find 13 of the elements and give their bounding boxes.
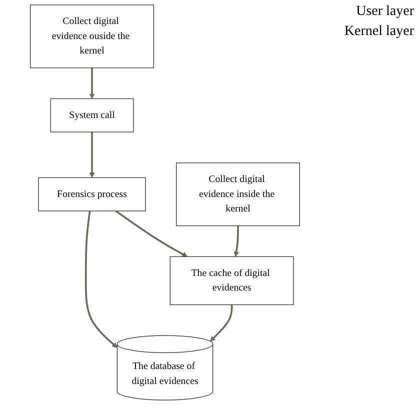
node-box: System call [50, 98, 134, 132]
arrow [115, 210, 188, 257]
arrow [234, 226, 240, 257]
layer-label: Kernel layer [344, 24, 414, 40]
layer-label: User layer [355, 4, 414, 20]
arrow [89, 132, 95, 178]
arrow [210, 304, 233, 342]
arrow [84, 210, 118, 348]
node-box: Forensics process [38, 177, 146, 212]
node-box: Collect digital evidence inside the kernel [176, 162, 300, 226]
node-box: The cache of digital evidences [170, 256, 294, 306]
node-box: Collect digital evidence ouside the kernel [30, 4, 154, 68]
arrow [89, 68, 95, 99]
